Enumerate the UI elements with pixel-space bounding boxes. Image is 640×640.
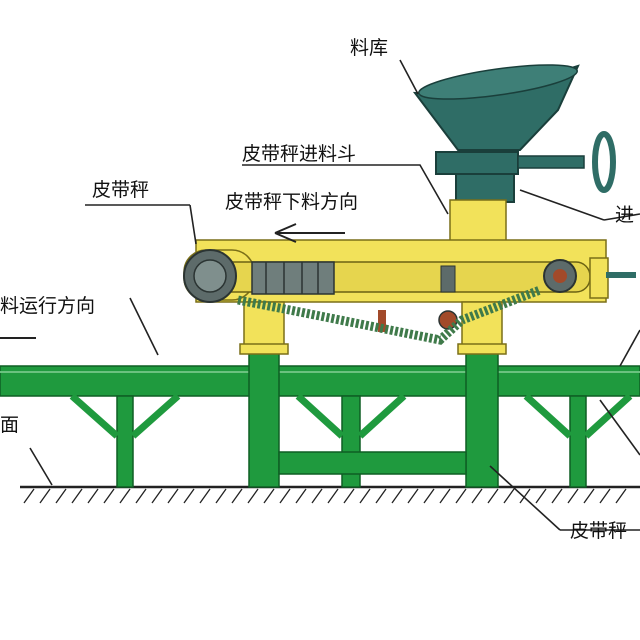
leader-lines: [29, 59, 640, 531]
return-belt: [237, 285, 542, 345]
output-shaft: [606, 272, 636, 278]
label-feed-right: 进: [615, 204, 634, 226]
belt-direction-arrow: [274, 223, 345, 243]
tail-pulley: [543, 259, 577, 293]
ground-line: [20, 485, 640, 504]
drive-motor: [251, 261, 335, 295]
head-pulley: [183, 249, 237, 303]
label-scale-support: 皮带秤: [570, 520, 627, 542]
handwheel-icon: [592, 131, 616, 193]
label-belt-scale: 皮带秤: [92, 179, 149, 201]
label-feed-hopper: 皮带秤进料斗: [242, 143, 356, 165]
storage-hopper: [412, 64, 616, 203]
label-ground: 面: [0, 414, 19, 436]
label-material-direction: 料运行方向: [0, 295, 95, 317]
label-discharge-direction: 皮带秤下料方向: [225, 191, 358, 213]
label-hopper: 料库: [350, 37, 388, 59]
steel-frame: [0, 351, 640, 488]
